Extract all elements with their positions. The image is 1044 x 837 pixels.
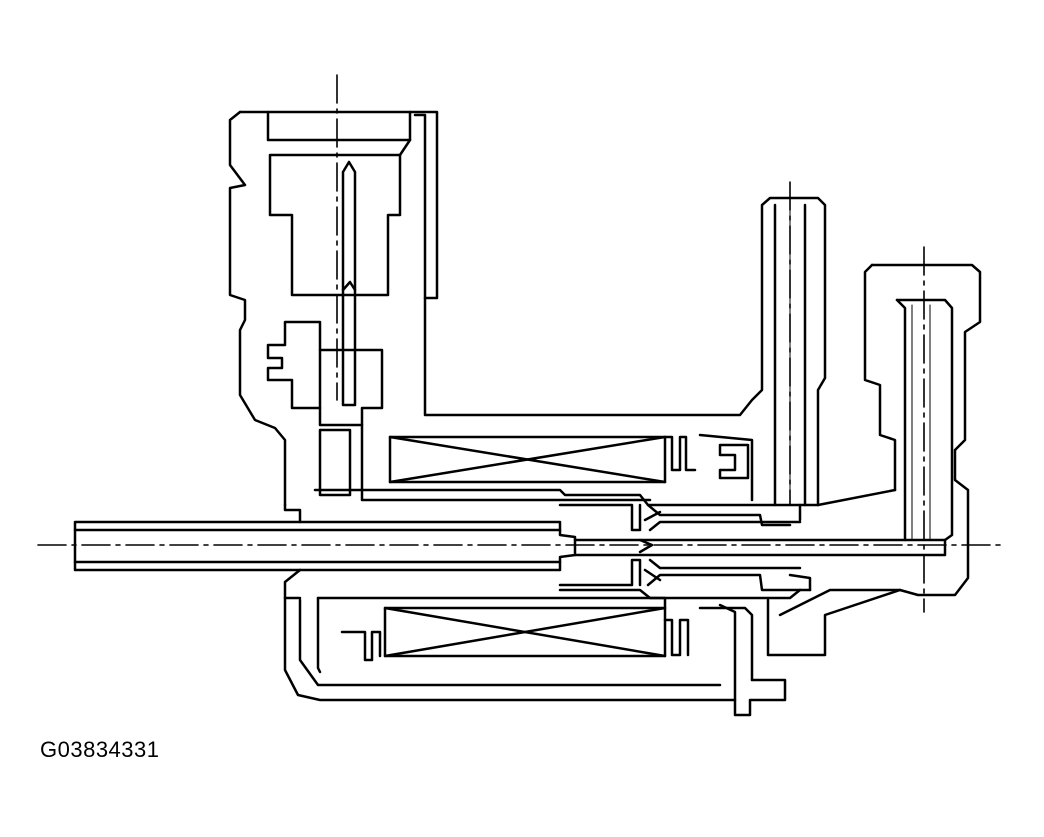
upper-port <box>773 197 807 507</box>
figure-code-label: G03834331 <box>40 737 160 762</box>
right-body-base <box>766 488 902 657</box>
center-lines <box>37 74 1006 613</box>
valve-body <box>73 488 947 717</box>
connector-housing <box>228 110 827 507</box>
right-port <box>863 263 982 597</box>
lower-coil <box>316 596 754 682</box>
upper-coil <box>318 423 754 502</box>
